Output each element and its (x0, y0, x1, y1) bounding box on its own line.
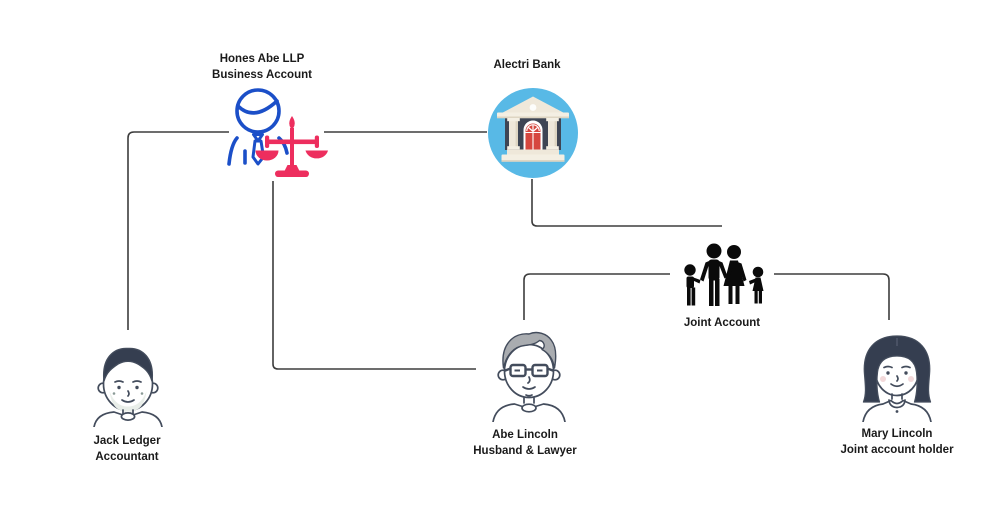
business-account-label-line2: Business Account (212, 68, 312, 81)
lawyer-scales-icon (227, 88, 328, 177)
family-son-silhouette (684, 264, 701, 306)
family-icon (684, 243, 764, 306)
scales-of-justice-icon (255, 116, 328, 177)
accountant-label: Jack Ledger Accountant (47, 434, 207, 465)
bank-building (497, 96, 569, 162)
abe-glasses (503, 363, 555, 378)
joint-holder-label: Mary Lincoln Joint account holder (797, 427, 997, 458)
man-glasses-avatar-icon (492, 331, 566, 422)
abe-avatar (492, 331, 566, 422)
bank-columns (507, 118, 559, 150)
edge-bank-to-joint-account (531, 179, 722, 227)
woman-avatar-icon (862, 335, 932, 422)
joint-holder-role: Joint account holder (840, 443, 954, 456)
jack-avatar (93, 347, 163, 427)
business-account-label: Hones Abe LLP Business Account (182, 52, 342, 83)
family-mother-silhouette (723, 245, 747, 304)
joint-account-label-text: Joint Account (683, 317, 761, 329)
bank-label: Alectri Bank (447, 58, 607, 74)
husband-name: Abe Lincoln (492, 429, 558, 441)
accountant-name: Jack Ledger (93, 435, 161, 447)
family-daughter-silhouette (749, 266, 764, 304)
lawyer-tie (251, 133, 265, 166)
edge-joint-account-to-joint-holder (774, 273, 890, 320)
family-father-silhouette (700, 243, 728, 306)
joint-holder-name: Mary Lincoln (861, 428, 933, 440)
husband-role: Husband & Lawyer (473, 444, 577, 457)
edge-business-account-to-accountant (127, 131, 229, 330)
lawyer-person-outline (227, 88, 289, 166)
man-avatar-icon (93, 347, 163, 427)
bank-building-icon (488, 88, 578, 178)
edge-joint-account-to-husband (523, 273, 670, 320)
husband-label: Abe Lincoln Husband & Lawyer (445, 428, 605, 459)
accountant-role: Accountant (95, 450, 159, 463)
joint-account-label: Joint Account (642, 316, 802, 332)
bank-label-text: Alectri Bank (493, 59, 561, 71)
business-account-label-line1: Hones Abe LLP (219, 53, 305, 65)
bank-door (523, 120, 543, 150)
mary-avatar (862, 335, 932, 422)
edge-business-account-to-husband (272, 181, 476, 370)
